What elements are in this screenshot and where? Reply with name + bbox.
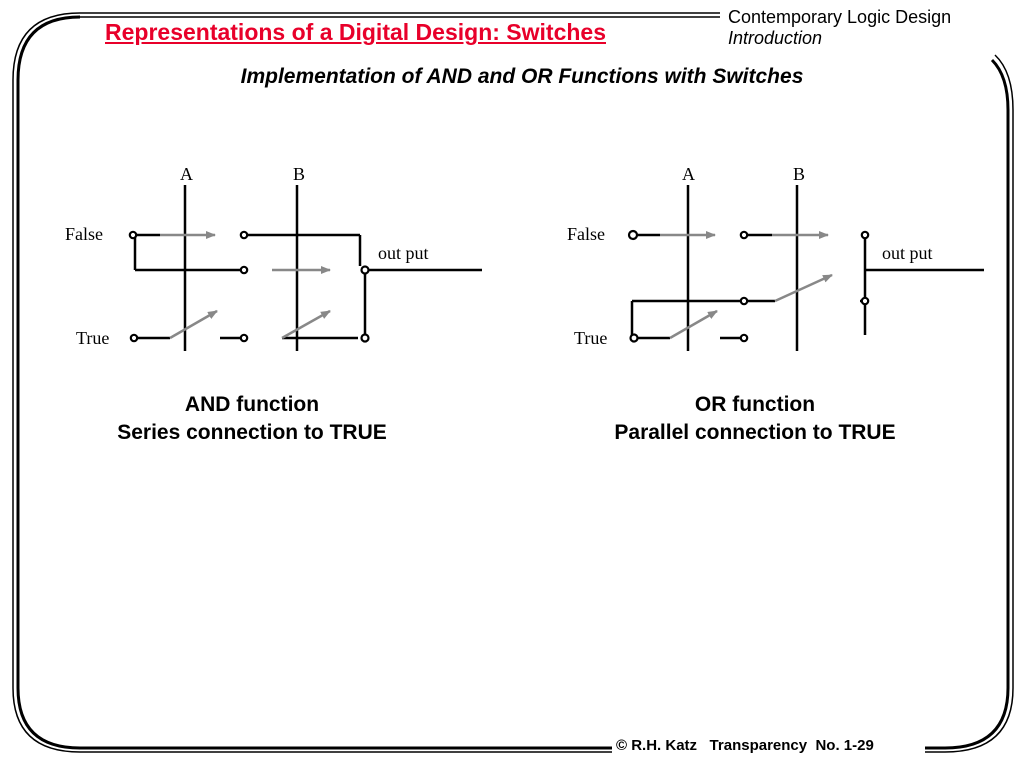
input-b-label: B [293,164,305,184]
input-a-label: A [180,164,193,184]
and-switch-diagram: A B False True out put [65,164,482,351]
footer-copyright: © R.H. Katz Transparency No. 1-29 [612,737,878,754]
and-caption-detail: Series connection to TRUE [117,421,387,444]
switch-b-true-arrow-icon [774,273,833,303]
or-caption-detail: Parallel connection to TRUE [614,421,896,444]
false-label: False [567,224,605,244]
true-label: True [76,328,109,348]
output-label: out put [882,243,933,263]
slide-title: Representations of a Digital Design: Swi… [105,19,606,45]
or-caption-title: OR function [694,393,816,416]
slide-subtitle: Implementation of AND and OR Functions w… [240,65,804,88]
input-a-label: A [682,164,695,184]
output-label: out put [378,243,429,263]
true-terminal-icon [629,333,639,343]
false-label: False [65,224,103,244]
switch-b-true-arrow-icon [281,309,331,340]
false-terminal-icon [627,229,639,241]
course-header: Contemporary Logic Design Introduction [728,7,951,49]
true-label: True [574,328,607,348]
switch-a-true-arrow-icon [169,309,218,340]
true-terminal-icon [129,333,139,343]
and-caption-title: AND function [184,393,320,416]
chapter-title: Introduction [728,28,823,48]
switch-a-true-arrow-icon [669,309,718,340]
or-caption: OR function Parallel connection to TRUE [575,391,935,447]
and-caption: AND function Series connection to TRUE [72,391,432,447]
or-switch-diagram: A B False True out put [567,164,984,351]
false-terminal-icon [128,230,138,240]
course-title: Contemporary Logic Design [728,7,952,27]
input-b-label: B [793,164,805,184]
